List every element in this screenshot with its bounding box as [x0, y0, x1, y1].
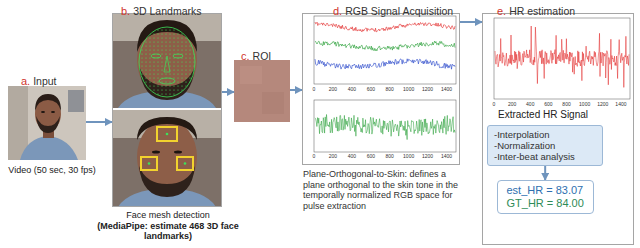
node-text: ROI [253, 50, 272, 62]
node-text: Face mesh detection [97, 210, 239, 221]
face-mesh-image [112, 13, 222, 108]
blue-signal [315, 59, 455, 69]
tick-label: 600 [544, 101, 552, 107]
background [112, 13, 222, 108]
flow-arrow [290, 89, 302, 91]
room-wall [8, 86, 86, 160]
hr-plot [494, 18, 630, 99]
tick-label: 1400 [441, 86, 452, 92]
node-text: Extracted HR Signal [483, 109, 603, 121]
node-text: c. [241, 50, 250, 62]
flow-arrow [460, 21, 482, 23]
tick-label: 1200 [422, 86, 433, 92]
eye [152, 151, 160, 154]
flow-arrow [222, 91, 234, 93]
node-text: GT_HR = 84.00 [507, 197, 584, 210]
tick-label: 600 [367, 153, 375, 159]
roi-square [177, 157, 193, 170]
tick-label: 0 [313, 153, 316, 159]
eye-landmarks [173, 54, 183, 58]
eye [174, 151, 182, 154]
skin-patch [234, 60, 290, 122]
roi-centre [166, 133, 169, 136]
roi-square [157, 127, 177, 141]
node-text: -Inter-beat analysis [494, 151, 596, 162]
tick-label: 0 [313, 86, 316, 92]
step-list: -Interpolation-Normalization-Inter-beat … [487, 125, 603, 166]
tick-label: 1400 [615, 101, 626, 107]
roi-centre [148, 162, 151, 165]
input-video-frame [8, 86, 86, 160]
skin-patch-fill [234, 60, 290, 122]
tick-label: 0 [493, 101, 496, 107]
roi-centre [184, 162, 187, 165]
divider [112, 108, 222, 110]
eye-landmarks [151, 54, 161, 58]
roi-patch: c.ROI [234, 60, 290, 122]
tick-label: 1200 [422, 153, 433, 159]
node-text: b. [121, 5, 130, 17]
landmark-mesh [139, 27, 195, 97]
eye [51, 111, 55, 113]
tick-label: 400 [348, 86, 356, 92]
tick-label: 800 [386, 153, 394, 159]
skin-texture [262, 92, 284, 114]
node-text: -Interpolation [494, 129, 596, 140]
tick-label: 1000 [403, 86, 414, 92]
hair [35, 94, 61, 111]
monitor [68, 90, 84, 112]
hr-signal [495, 26, 629, 87]
pulse-signal [315, 115, 455, 140]
node-text: 3D Landmarks [133, 5, 201, 17]
hair [137, 117, 197, 140]
tick-label: 400 [348, 153, 356, 159]
tick-label: 600 [367, 86, 375, 92]
signal-panel: d.RGB Signal AcquisitionPlane-Orthogonal… [302, 13, 460, 165]
tick-label: 400 [526, 101, 534, 107]
tick-label: 1200 [597, 101, 608, 107]
rgb-plot [314, 16, 456, 84]
hr-panel: e.HR estimationExtracted HR Signal-Inter… [482, 13, 634, 245]
background [112, 110, 222, 207]
red-signal [315, 22, 455, 32]
nose-landmarks [164, 56, 170, 72]
landmark-panel: b.3D LandmarksFace mesh detection(MediaP… [112, 13, 222, 207]
node-text: Input [33, 75, 56, 87]
plot-axes [314, 16, 456, 84]
tick-label: 1000 [579, 101, 590, 107]
face-roi-image [112, 110, 222, 207]
node-text: Plane-Orthogonal-to-Skin: defines a plan… [303, 169, 461, 211]
node-text: -Normalization [494, 140, 596, 151]
input-frame: a.InputVideo (50 sec, 30 fps) [8, 86, 86, 160]
tick-label: 800 [562, 101, 570, 107]
node-text: HR estimation [509, 5, 575, 17]
node-text: a. [21, 75, 30, 87]
roi-square [141, 157, 157, 170]
eye [41, 111, 45, 113]
pos-plot [314, 100, 456, 152]
tick-label: 200 [329, 153, 337, 159]
node-text: e. [497, 5, 506, 17]
gown [20, 136, 78, 160]
lip-landmarks [159, 78, 175, 84]
node-text: RGB Signal Acquisition [345, 5, 453, 17]
skin-texture [240, 66, 262, 84]
plot-axes [494, 18, 630, 99]
node-text: (MediaPipe: estimate 468 3D face landmar… [97, 221, 239, 242]
flow-arrow [544, 166, 546, 180]
tick-label: 200 [329, 86, 337, 92]
tick-label: 1000 [403, 153, 414, 159]
result-box: est_HR = 83.07GT_HR = 84.00 [497, 180, 594, 214]
green-signal [315, 41, 455, 51]
node-text: Video (50 sec, 30 fps) [3, 165, 101, 176]
node-text: est_HR = 83.07 [507, 184, 584, 197]
flow-arrow [86, 121, 112, 123]
tick-label: 800 [386, 86, 394, 92]
tick-label: 1400 [441, 153, 452, 159]
plot-axes [314, 100, 456, 152]
beard [36, 116, 60, 133]
tick-label: 200 [508, 101, 516, 107]
node-text: d. [333, 5, 342, 17]
